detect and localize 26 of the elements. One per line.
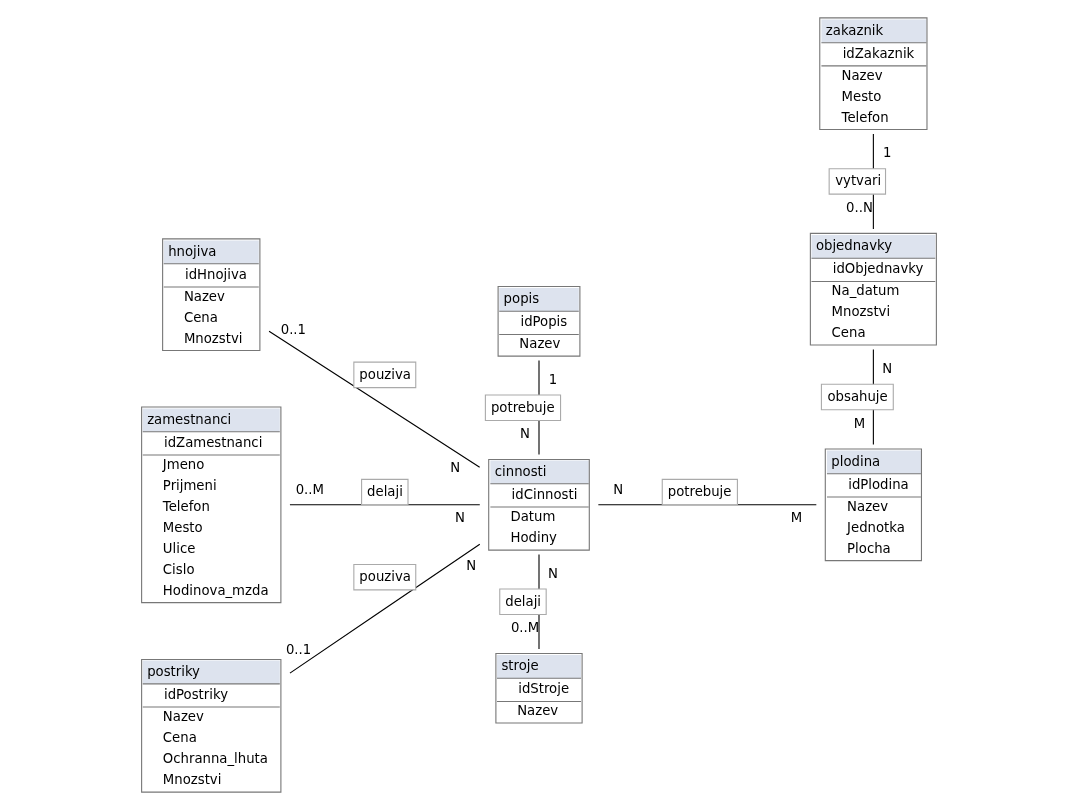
label: N <box>520 425 531 441</box>
label: M <box>853 415 866 431</box>
label: 0..N <box>846 199 873 215</box>
connector <box>268 330 481 468</box>
edge-label: obsahuje <box>827 388 888 404</box>
label: N <box>613 481 624 497</box>
label: 0..1 <box>285 641 312 657</box>
connector <box>289 543 481 674</box>
label: N <box>454 509 465 525</box>
label: 0..1 <box>280 321 307 337</box>
label: N <box>547 565 558 581</box>
label: N <box>466 557 477 573</box>
edge-label: delaji <box>367 483 403 499</box>
edge-label: pouziva <box>359 568 411 584</box>
edge-label: vytvari <box>835 172 882 188</box>
edge-label: potrebuje <box>490 399 555 415</box>
label: 1 <box>883 144 892 160</box>
label: 0..M <box>510 619 540 635</box>
label: M <box>790 509 803 525</box>
label: 0..M <box>295 481 324 497</box>
label: N <box>882 360 893 376</box>
edge-label: pouziva <box>359 366 411 382</box>
edge-label: potrebuje <box>667 483 732 499</box>
edge-label: delaji <box>505 593 542 609</box>
label: 1 <box>548 371 558 387</box>
label: N <box>450 459 461 475</box>
